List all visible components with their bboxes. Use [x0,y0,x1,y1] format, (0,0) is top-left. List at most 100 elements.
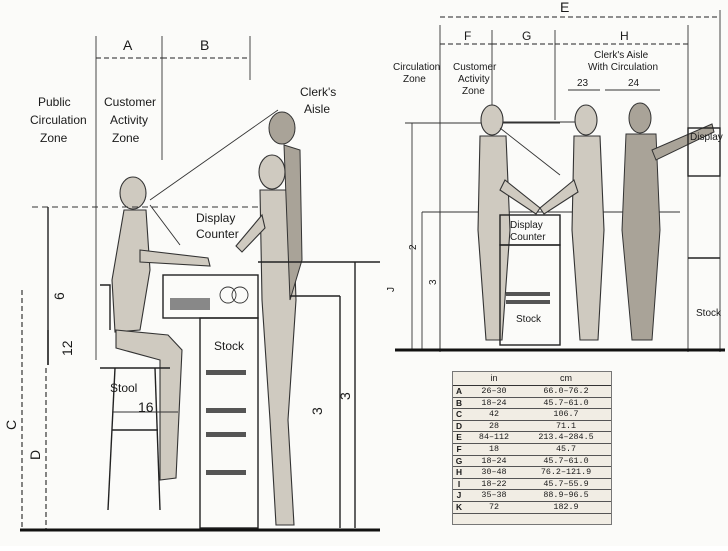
zone-circ-line2: Zone [403,74,426,85]
zone-customer-line1: Customer [104,95,156,109]
dim-label-f: F [464,29,471,43]
zone-customer-r-line2: Activity [458,74,490,85]
zone-clerk-line1: Clerk's [300,85,336,99]
dim-label-12: 12 [59,340,75,356]
zone-customer-line3: Zone [112,131,140,145]
clerk-figure-r [539,104,605,341]
table-cell-cm: 106.7 [553,409,579,420]
standing-clerk-figure [235,111,303,526]
table-cell-in: 35–38 [481,490,507,501]
table-cell-key: C [455,409,463,420]
table-cell-cm: 76.2–121.9 [540,467,592,478]
table-header: in cm [453,372,611,386]
table-cell-in: 72 [488,501,500,512]
display-counter [162,274,259,529]
stock-label-left: Stock [214,339,245,353]
zone-public-line2: Circulation [30,113,87,127]
table-cell-key: E [456,432,462,443]
dim-label-16: 16 [138,399,154,415]
dim-label-6: 6 [51,292,67,300]
table-cell-key: A [455,386,463,396]
zone-clerk-r-line2: With Circulation [588,62,658,73]
sightline-r [499,127,561,176]
table-cell-in: 18–22 [481,478,507,489]
dim-label-3: 3 [428,279,439,285]
dim-label-e: E [560,0,569,15]
stock-label-r1: Stock [516,314,542,325]
zone-clerk-line2: Aisle [304,102,330,116]
table-cell-in: 30–48 [481,467,507,478]
table-row: B 18–24 45.7–61.0 [453,398,611,410]
zone-circ-line1: Circulation [393,62,440,73]
table-cell-key: G [455,455,463,466]
col-in: in [490,373,498,384]
table-cell-in: 18 [488,443,500,454]
table-cell-cm: 45.7–61.0 [543,397,589,408]
dim-label-a: A [123,37,133,53]
right-diagram: E F G H Circulation Zone Customer Activi… [386,0,725,352]
display-counter-line2: Counter [196,227,239,241]
table-cell-in: 26–30 [481,386,507,396]
display-label-r: Display [690,132,723,143]
table-cell-in: 18–24 [481,455,507,466]
table-row: E 84–112 213.4–284.5 [453,432,611,444]
zone-public-line1: Public [38,95,71,109]
table-row: D 28 71.1 [453,421,611,433]
zone-customer-line2: Activity [110,113,148,127]
zone-customer-r-line1: Customer [453,62,497,73]
table-cell-cm: 45.7–55.9 [543,478,589,489]
col-cm: cm [560,373,572,384]
display-counter-r-line2: Counter [510,232,546,243]
table-cell-in: 28 [488,420,500,431]
table-cell-cm: 45.7 [555,443,577,454]
zone-clerk-r-line1: Clerk's Aisle [594,50,649,61]
table-cell-key: K [455,501,463,512]
table-cell-cm: 66.0–76.2 [543,386,589,396]
dim-label-23: 23 [577,78,589,89]
display-counter-r [499,214,561,346]
table-cell-in: 18–24 [481,397,507,408]
dim-label-3a: 3 [309,407,325,415]
table-row: F 18 45.7 [453,444,611,456]
table-cell-cm: 88.9–96.5 [543,490,589,501]
stock-label-r2: Stock [696,308,722,319]
dim-label-b: B [200,37,209,53]
stool [100,284,170,511]
display-counter-r-line1: Display [510,220,543,231]
dim-label-d: D [27,450,43,460]
table-cell-cm: 71.1 [555,420,577,431]
table-cell-cm: 213.4–284.5 [538,432,594,443]
table-cell-key: J [456,490,462,501]
display-shelf [687,127,721,177]
table-cell-in: 84–112 [478,432,510,443]
left-diagram: A B Public Circulation Zone Customer Act… [3,36,380,532]
dim-label-3b: 3 [337,392,353,400]
display-counter-line1: Display [196,211,235,225]
sightline [149,204,181,246]
zone-public-line3: Zone [40,131,68,145]
dim-label-h: H [620,29,629,43]
dim-label-c: C [3,420,19,430]
standing-customer-figure [477,104,541,341]
dim-label-24: 24 [628,78,640,89]
stool-label: Stool [110,381,137,395]
table-cell-key: D [455,420,463,431]
table-cell-cm: 45.7–61.0 [543,455,589,466]
table-cell-key: B [455,397,463,408]
sightline [149,109,279,201]
clerk-figure-r2 [621,102,715,341]
table-row: A 26–30 66.0–76.2 [453,386,611,398]
table-row: J 35–38 88.9–96.5 [453,490,611,502]
dim-label-j: J [386,287,397,292]
dim-label-2: 2 [408,244,419,250]
dim-label-g: G [522,29,531,43]
zone-customer-r-line3: Zone [462,86,485,97]
table-cell-key: F [456,443,462,454]
table-row: G 18–24 45.7–61.0 [453,456,611,468]
